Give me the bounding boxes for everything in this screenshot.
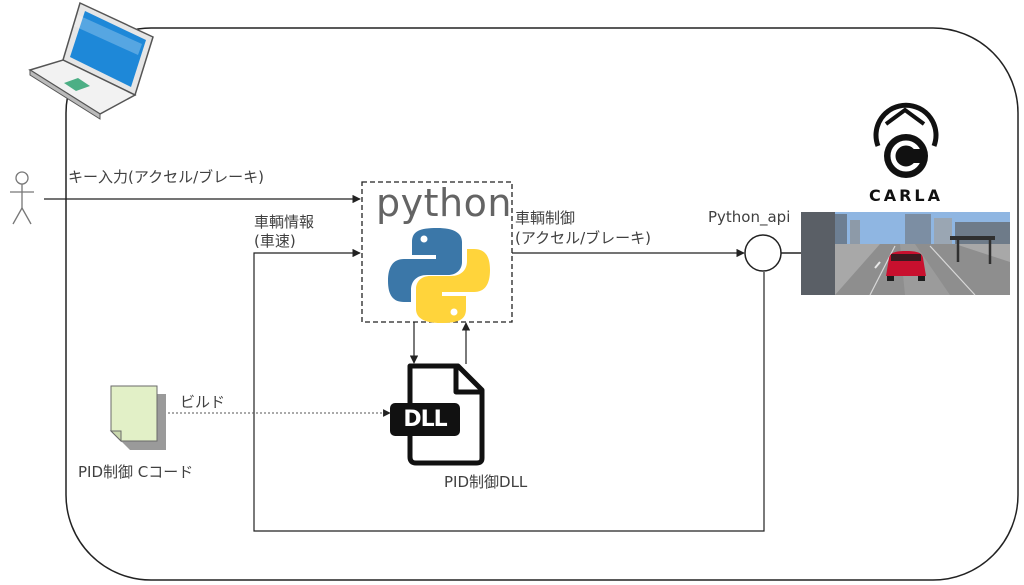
user-stick-figure-icon: [10, 171, 34, 225]
dll-badge-text: DLL: [403, 407, 447, 432]
vehicle-info-label-line2: (車速): [254, 232, 296, 250]
python-wordmark: python: [376, 181, 512, 225]
carla-wordmark: CARLA: [868, 186, 944, 205]
python-api-label: Python_api: [708, 208, 791, 226]
carla-logo-icon: [873, 102, 939, 178]
vehicle-info-label-line1: 車輌情報: [254, 213, 315, 231]
c-code-document-icon: [109, 385, 166, 450]
vehicle-control-label-line1: 車輌制御: [515, 209, 576, 227]
system-boundary: [65, 27, 1019, 581]
python-api-interface: [744, 234, 782, 272]
vehicle-control-label-line2: (アクセル/ブレーキ): [515, 229, 652, 247]
pid-dll-label: PID制御DLL: [444, 473, 528, 491]
vehicle-info-feedback-line: [253, 248, 765, 532]
dll-file-icon: [390, 363, 485, 466]
build-label: ビルド: [180, 393, 226, 411]
pid-c-code-label: PID制御 Cコード: [78, 463, 194, 481]
carla-simulation-view: [801, 212, 1010, 296]
laptop-icon: [28, 1, 154, 120]
key-input-label: キー入力(アクセル/ブレーキ): [68, 168, 265, 186]
python-logo-icon: [388, 228, 490, 323]
